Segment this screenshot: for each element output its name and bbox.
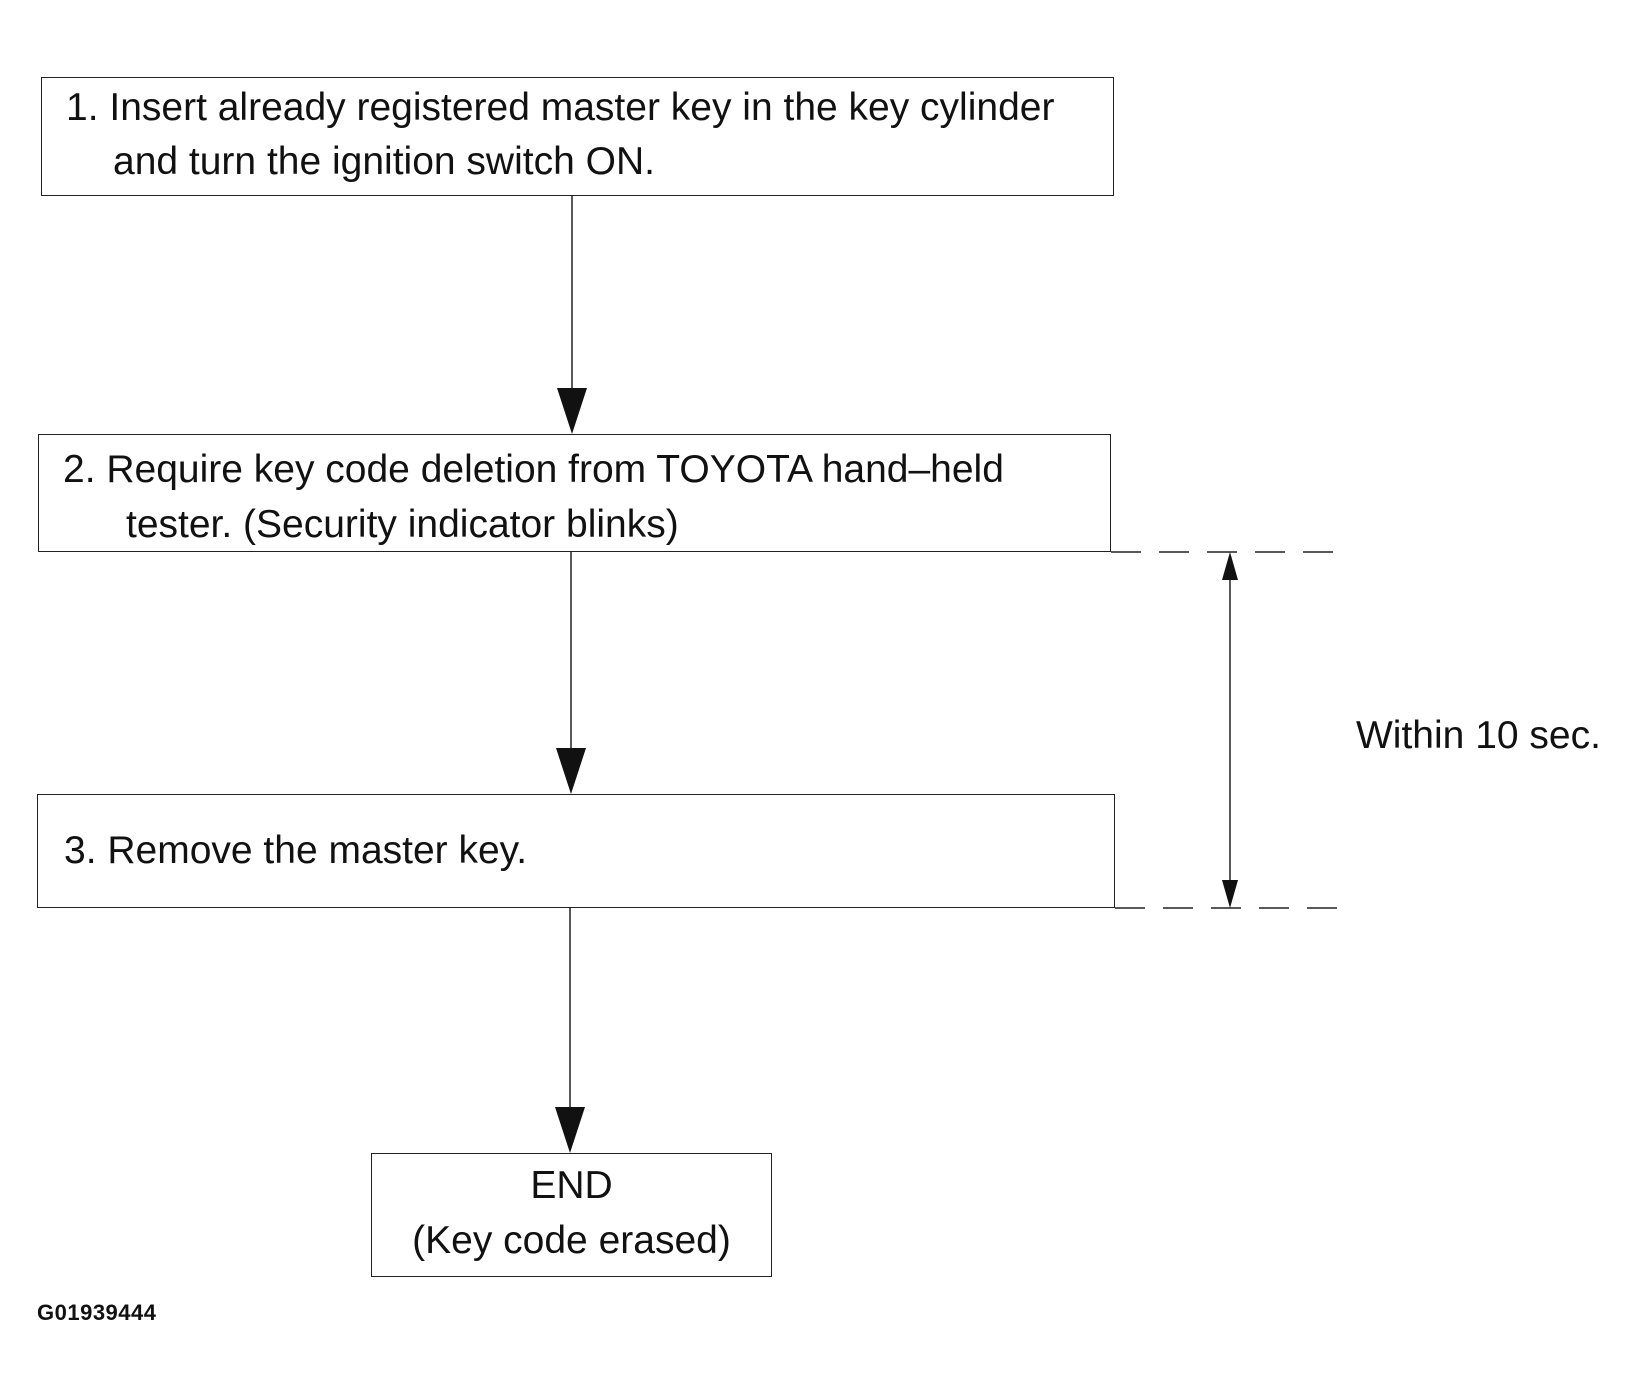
end-box: END (Key code erased): [371, 1153, 772, 1277]
arrowhead-down-2: [556, 748, 586, 794]
figure-id: G01939444: [37, 1300, 157, 1325]
end-line-2: (Key code erased): [412, 1219, 731, 1262]
timing-label: Within 10 sec.: [1356, 714, 1601, 757]
step-1-line-1: 1. Insert already registered master key …: [66, 86, 1055, 129]
timing-arrowhead-up: [1222, 552, 1238, 580]
arrowhead-down-1: [557, 388, 587, 434]
step-2-line-1: 2. Require key code deletion from TOYOTA…: [63, 448, 1004, 491]
step-2-box: 2. Require key code deletion from TOYOTA…: [38, 434, 1111, 552]
arrowhead-down-3: [555, 1107, 585, 1153]
step-2-line-2: tester. (Security indicator blinks): [126, 503, 679, 546]
step-1-line-2: and turn the ignition switch ON.: [113, 140, 655, 183]
step-1-box: 1. Insert already registered master key …: [41, 77, 1114, 196]
timing-arrowhead-down: [1222, 880, 1238, 908]
step-3-line-1: 3. Remove the master key.: [64, 829, 528, 872]
step-3-box: 3. Remove the master key.: [37, 794, 1115, 908]
end-line-1: END: [530, 1164, 613, 1207]
